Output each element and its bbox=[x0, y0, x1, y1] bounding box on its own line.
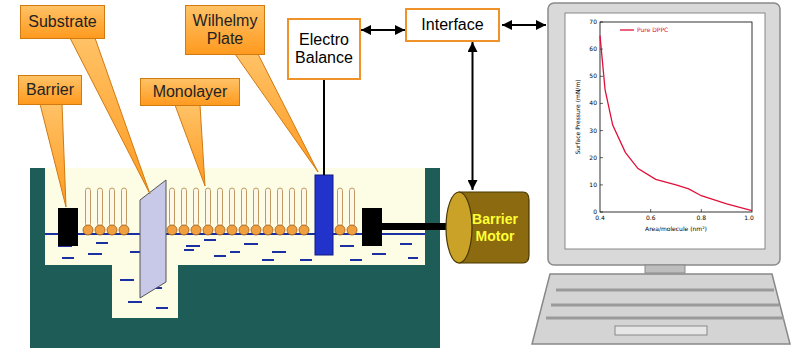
node-text: Monolayer bbox=[144, 83, 236, 101]
node-text: Wilhelmy Plate bbox=[189, 12, 261, 47]
tick-label: 40 bbox=[582, 99, 597, 107]
callout-label: Substrate bbox=[20, 5, 105, 39]
callout-label: Barrier bbox=[18, 75, 82, 105]
monitor bbox=[548, 3, 780, 265]
callout-label: Monolayer bbox=[140, 78, 240, 106]
lipid-molecules bbox=[334, 186, 358, 236]
tick-label: 0 bbox=[582, 208, 597, 216]
trough-wall bbox=[30, 168, 440, 348]
chart-frame bbox=[600, 22, 752, 212]
water bbox=[58, 240, 418, 308]
tick-label: 0.6 bbox=[642, 214, 660, 222]
axis-title: Area/molecule (nm²) bbox=[626, 225, 726, 233]
tick-label: 50 bbox=[582, 72, 597, 80]
wilhelmy-plate bbox=[315, 175, 333, 255]
isotherm-curve bbox=[600, 36, 752, 211]
motor-cylinder: Barrier Motor bbox=[445, 190, 530, 265]
node-text: Barrier bbox=[22, 81, 78, 99]
node-text: Interface bbox=[410, 16, 495, 34]
signal-arrow bbox=[472, 42, 474, 190]
node-text: Electro Balance bbox=[292, 31, 356, 68]
callout-pointer bbox=[70, 38, 150, 194]
balance-wire bbox=[323, 80, 325, 175]
tick-label: 0.4 bbox=[591, 214, 609, 222]
node-text: Substrate bbox=[24, 13, 101, 31]
barrier bbox=[362, 208, 382, 246]
instrument-box: Interface bbox=[405, 8, 500, 42]
space-bar bbox=[615, 326, 707, 335]
monitor-screen bbox=[565, 13, 765, 249]
data-arrow bbox=[502, 24, 546, 26]
monitor-neck bbox=[645, 265, 685, 273]
legend-text: Pure DPPC bbox=[637, 26, 697, 34]
barrier-rod bbox=[382, 223, 452, 230]
callout-label: Wilhelmy Plate bbox=[185, 5, 265, 55]
tick-label: 60 bbox=[582, 45, 597, 53]
barrier bbox=[58, 208, 78, 246]
trough-interior bbox=[45, 168, 425, 318]
lipid-molecules bbox=[166, 186, 310, 236]
tick-label: 30 bbox=[582, 127, 597, 135]
chart-ticks bbox=[600, 22, 701, 212]
lipid-molecules bbox=[82, 186, 130, 236]
tick-label: 20 bbox=[582, 154, 597, 162]
signal-arrow bbox=[361, 29, 405, 31]
axis-title: Surface Pressure (mN/m) bbox=[574, 57, 582, 177]
tick-label: 0.8 bbox=[692, 214, 710, 222]
callout-pointer bbox=[175, 105, 205, 186]
instrument-box: Electro Balance bbox=[287, 18, 361, 80]
keyboard bbox=[532, 274, 790, 344]
node-text: Barrier Motor bbox=[463, 211, 527, 243]
tick-label: 10 bbox=[582, 181, 597, 189]
tick-label: 1.0 bbox=[740, 214, 758, 222]
callout-pointer bbox=[40, 104, 66, 207]
legend-line bbox=[620, 29, 634, 30]
tick-label: 70 bbox=[582, 18, 597, 26]
substrate-plate bbox=[140, 180, 166, 298]
keyboard-keys bbox=[546, 290, 784, 318]
